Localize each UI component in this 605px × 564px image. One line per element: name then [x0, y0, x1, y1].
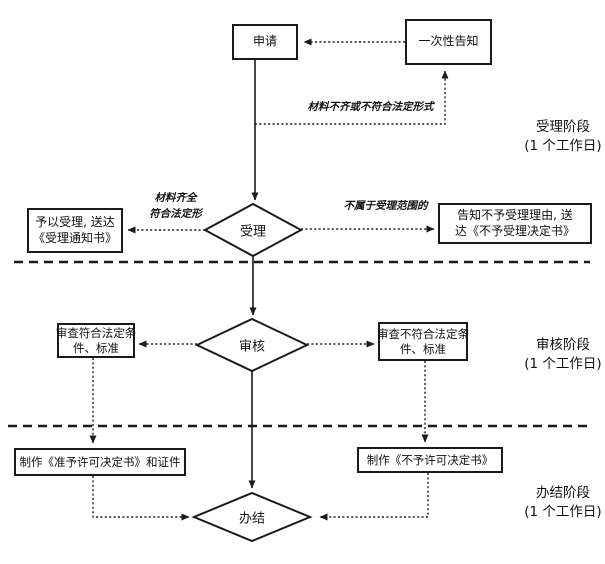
accept-diamond-label: 受理	[239, 224, 267, 240]
stage-caption-complete: 办结阶段 (1 个工作日)	[508, 484, 605, 522]
stage-review-duration: (1 个工作日)	[524, 355, 602, 372]
accept-diamond	[202, 202, 304, 258]
stage-accept-name: 受理阶段	[536, 119, 590, 135]
edge-label-complete-materials-line2: 符合法定形	[149, 207, 202, 220]
make-permit-label: 制作《准予许可决定书》和证件	[19, 454, 181, 469]
complete-diamond-label: 办结	[238, 511, 266, 527]
review-pass-node: 审查符合法定条 件、标准	[55, 323, 137, 358]
review-diamond-label: 审核	[238, 339, 266, 355]
accept-result-line1: 予以受理, 送达	[35, 214, 115, 229]
review-diamond	[194, 317, 310, 373]
make-denial-node: 制作《不予许可决定书》	[357, 447, 503, 473]
one-time-notice-label: 一次性告知	[418, 34, 479, 49]
edge-label-complete-materials-line1: 材料齐全	[154, 192, 197, 204]
accept-result-line2: 《受理通知书》	[32, 230, 117, 245]
stage-complete-name: 办结阶段	[536, 485, 590, 501]
review-pass-line2: 件、标准	[73, 340, 119, 355]
reject-result-line2: 达《不予受理决定书》	[454, 223, 575, 238]
one-time-notice-node: 一次性告知	[405, 19, 492, 65]
accept-result-node: 予以受理, 送达 《受理通知书》	[27, 208, 123, 253]
review-pass-line1: 审查符合法定条	[55, 325, 137, 340]
edge-label-out-of-scope: 不属于受理范围的	[343, 200, 428, 212]
stage-accept-duration: (1 个工作日)	[524, 137, 602, 154]
complete-diamond	[191, 491, 313, 543]
make-permit-node: 制作《准予许可决定书》和证件	[14, 448, 186, 476]
stage-caption-accept: 受理阶段 (1 个工作日)	[508, 118, 605, 156]
edge-label-complete-materials: 材料齐全 符合法定形	[133, 191, 218, 223]
stage-review-name: 审核阶段	[536, 337, 590, 353]
connector-incomplete-to-notice	[255, 70, 449, 125]
apply-label: 申请	[252, 34, 277, 49]
stage-complete-duration: (1 个工作日)	[524, 503, 602, 520]
make-denial-label: 制作《不予许可决定书》	[366, 452, 494, 467]
edge-label-incomplete-materials: 材料不齐或不符合法定形式	[307, 101, 434, 113]
reject-result-node: 告知不予受理理由, 送 达《不予受理决定书》	[438, 203, 592, 244]
review-fail-line2: 件、标准	[400, 341, 446, 356]
apply-node: 申请	[232, 24, 298, 60]
review-fail-node: 审查不符合法定条 件、标准	[377, 322, 469, 361]
review-fail-line1: 审查不符合法定条	[377, 326, 469, 341]
stage-caption-review: 审核阶段 (1 个工作日)	[508, 336, 605, 374]
connector-make-denial-to-complete	[319, 473, 429, 521]
connector-make-permit-to-complete	[92, 476, 190, 521]
reject-result-line1: 告知不予受理理由, 送	[457, 207, 573, 222]
